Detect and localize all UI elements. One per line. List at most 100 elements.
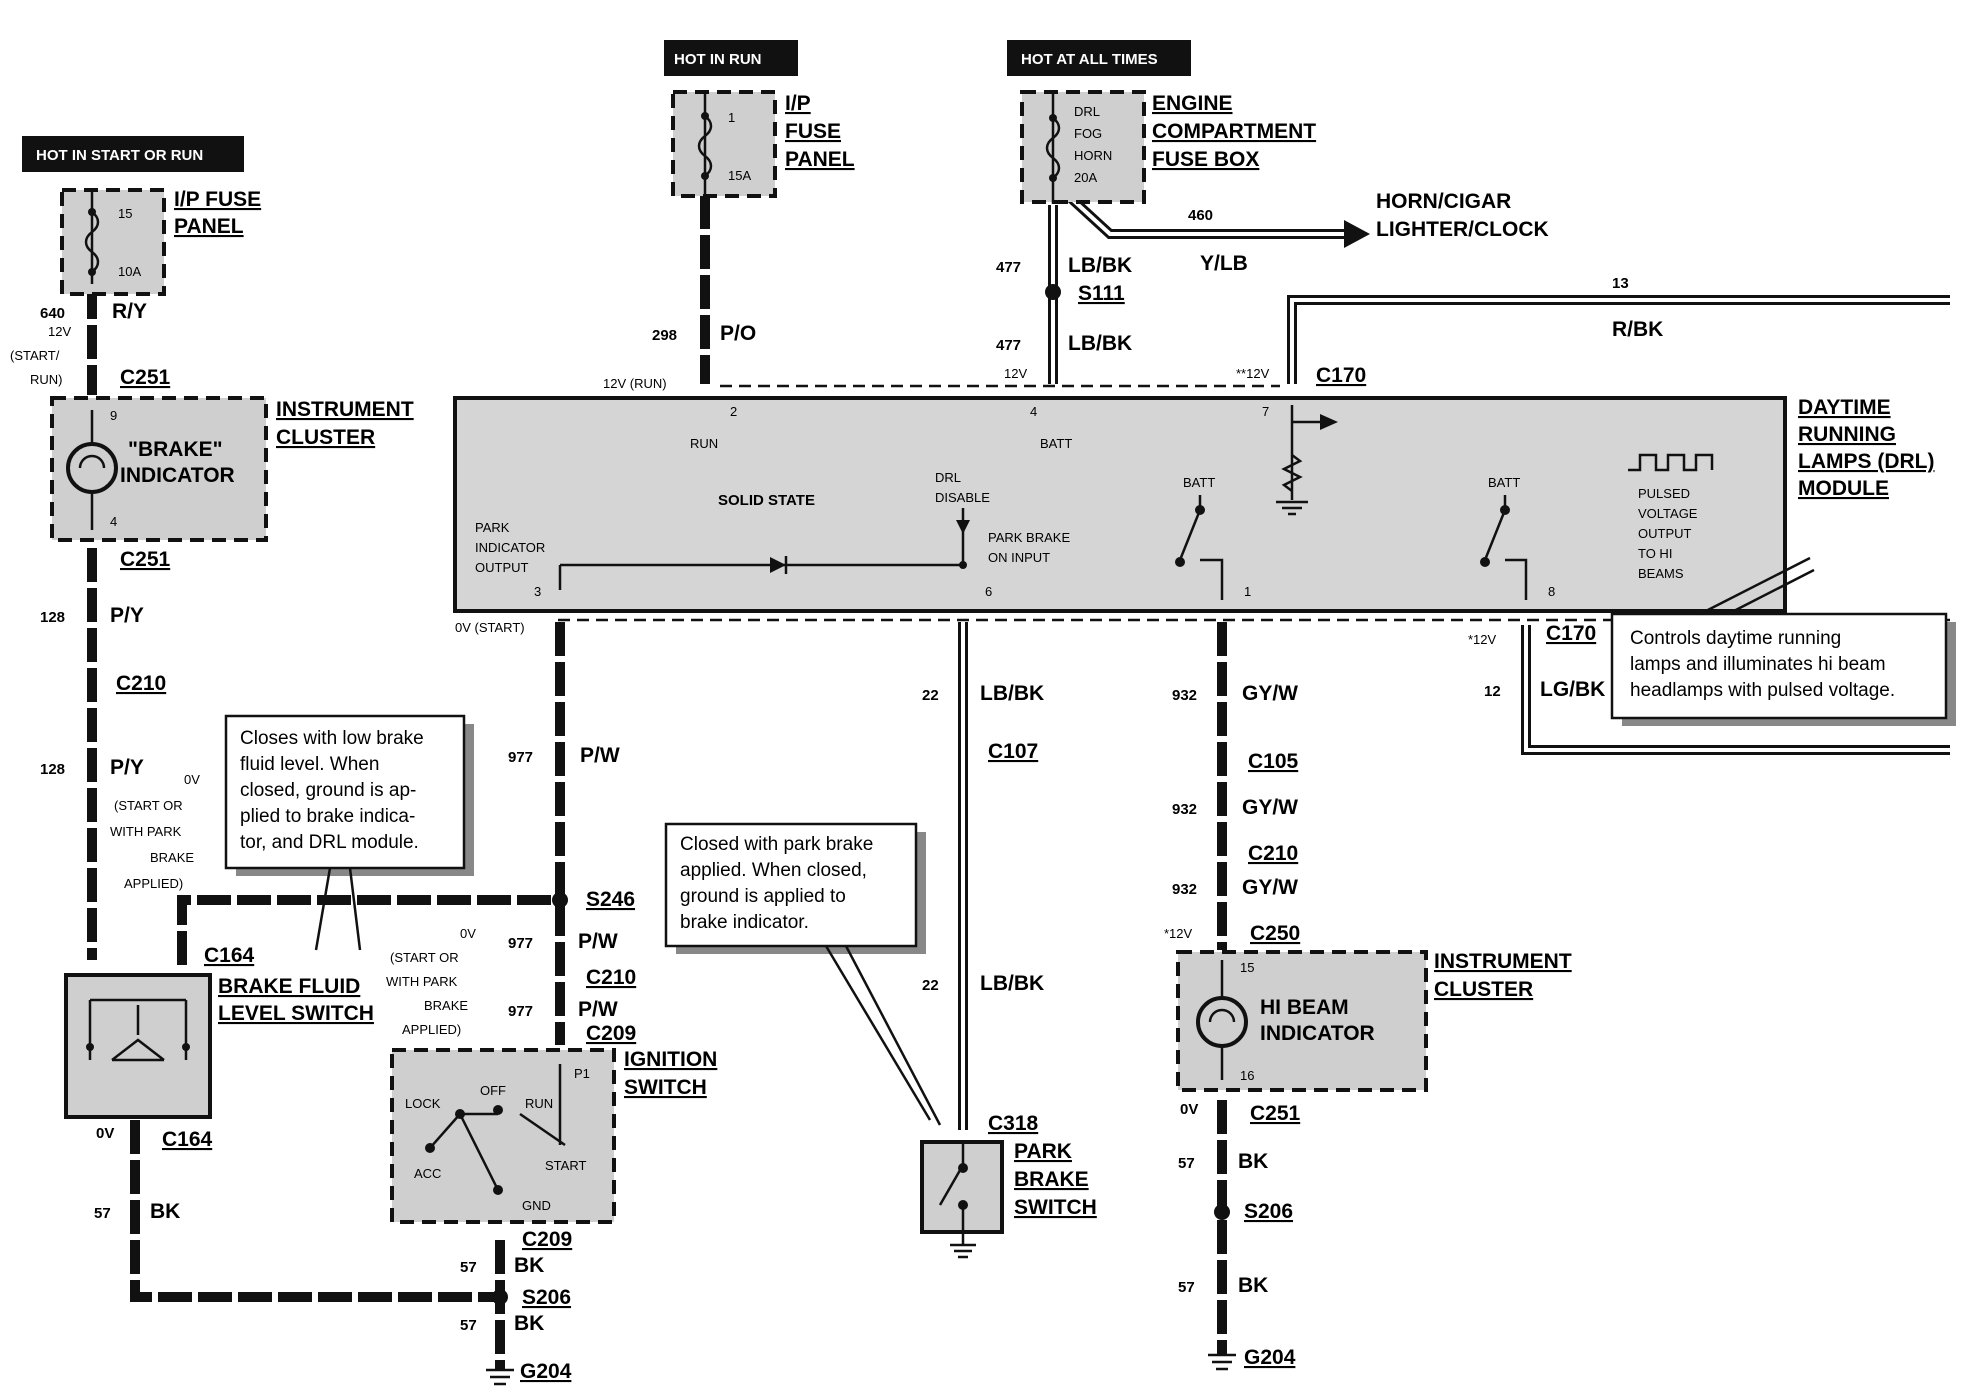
volt-12v-left: 12V [48, 324, 71, 339]
ov-c251-right: 0V [1180, 1101, 1198, 1118]
conn-c107: C107 [988, 740, 1038, 763]
volt-12v-c170b: *12V [1468, 632, 1497, 647]
pulsed3: OUTPUT [1638, 526, 1692, 541]
ip-fuse-panel-mid: 1 15A I/P FUSE PANEL [671, 90, 855, 198]
wire-57-color-b: BK [514, 1254, 544, 1277]
tag-hot-all-times: HOT AT ALL TIMES [1007, 40, 1191, 76]
drl-batt3: BATT [1488, 475, 1520, 490]
ov-note-mid-4: BRAKE [424, 998, 468, 1013]
drl-batt: BATT [1040, 436, 1072, 451]
horn-label1: HORN/CIGAR [1376, 190, 1511, 213]
splice-s206a [492, 1289, 508, 1305]
wire-57-num-b: 57 [460, 1259, 477, 1276]
ov-note-left: 0V (START OR WITH PARK BRAKE APPLIED) [110, 772, 200, 891]
splice-s206-label-a: S206 [522, 1286, 571, 1309]
instrument-cluster-right: 15 16 HI BEAM INDICATOR INSTRUMENT CLUST… [1176, 950, 1572, 1092]
fuse-horn: HORN [1074, 148, 1112, 163]
conn-c209-top: C209 [586, 1022, 636, 1045]
start-run-b: RUN) [30, 372, 63, 387]
drl-disable2: DISABLE [935, 490, 990, 505]
fuse-1: 1 [728, 110, 735, 125]
ov-note-mid-2: (START OR [390, 950, 459, 965]
ign-label2: SWITCH [624, 1076, 707, 1099]
wire-932-num-a: 932 [1172, 687, 1197, 704]
wire-57-color-c: BK [514, 1312, 544, 1335]
wire-477-color-a: LB/BK [1068, 254, 1132, 277]
tag-hot-run: HOT IN RUN [664, 40, 798, 76]
wire-298-num: 298 [652, 327, 677, 344]
tag-hot-start-run: HOT IN START OR RUN [22, 136, 244, 172]
drl-pin7: 7 [1262, 404, 1269, 419]
pulse-icon [1628, 453, 1714, 472]
splice-s206b [1214, 1204, 1230, 1220]
note-brake-fluid-4: plied to brake indica- [240, 806, 415, 827]
wire-640-num: 640 [40, 305, 65, 322]
cluster-left-pin9: 9 [110, 408, 117, 423]
ign-start: START [545, 1158, 586, 1173]
wire-57-num-e: 57 [1178, 1279, 1195, 1296]
drl-label3: LAMPS (DRL) [1798, 450, 1934, 473]
pb-in1: PARK BRAKE [988, 530, 1070, 545]
wire-977-num-b: 977 [508, 935, 533, 952]
note-drl-1: Controls daytime running [1630, 628, 1841, 649]
cluster-left-label2: CLUSTER [276, 426, 375, 449]
wire-477-color-b: LB/BK [1068, 332, 1132, 355]
note-brake-fluid-1: Closes with low brake [240, 728, 424, 749]
cluster-right-label2: CLUSTER [1434, 978, 1533, 1001]
ip-fuse-panel-left: 15 10A I/P FUSE PANEL [60, 188, 261, 296]
ov-brake-fluid: 0V [96, 1125, 114, 1142]
note-drl-3: headlamps with pulsed voltage. [1630, 680, 1895, 701]
wire-932-color-a: GY/W [1242, 682, 1298, 705]
conn-c210-left: C210 [116, 672, 166, 695]
splice-s246-label: S246 [586, 888, 635, 911]
ov-note-mid: 0V (START OR WITH PARK BRAKE APPLIED) [386, 926, 476, 1037]
wire-57-num-c: 57 [460, 1317, 477, 1334]
pb-switch-label3: SWITCH [1014, 1196, 1097, 1219]
splices [486, 284, 1236, 1386]
wire-932-color-c: GY/W [1242, 876, 1298, 899]
note-drl-2: lamps and illuminates hi beam [1630, 654, 1886, 675]
wire-12-num: 12 [1484, 683, 1501, 700]
instrument-cluster-left: 9 4 "BRAKE" INDICATOR INSTRUMENT CLUSTER [50, 396, 414, 542]
tag-hot-run-text: HOT IN RUN [674, 51, 762, 68]
wire-977-color-c: P/W [578, 998, 618, 1021]
drl-label1: DAYTIME [1798, 396, 1891, 419]
wire-57-color-d: BK [1238, 1150, 1268, 1173]
wire-460-color: Y/LB [1200, 252, 1248, 275]
ov-note-left-1: 0V [184, 772, 200, 787]
ground-icon [1276, 500, 1308, 516]
wire-22-num-b: 22 [922, 977, 939, 994]
wire-477-num-b: 477 [996, 337, 1021, 354]
wire-477-num-a: 477 [996, 259, 1021, 276]
fuse-15: 15 [118, 206, 132, 221]
cluster-right-label1: INSTRUMENT [1434, 950, 1572, 973]
splice-s111 [1045, 284, 1061, 300]
cluster-right-pin16: 16 [1240, 1068, 1254, 1083]
ign-acc: ACC [414, 1166, 441, 1181]
drl-pin1: 1 [1244, 584, 1251, 599]
ip-fuse-left-label2: PANEL [174, 215, 244, 238]
wire-22-color-b: LB/BK [980, 972, 1044, 995]
wire-932-num-c: 932 [1172, 881, 1197, 898]
volt-12v-c170: **12V [1236, 366, 1270, 381]
cluster-left-label1: INSTRUMENT [276, 398, 414, 421]
ign-lock: LOCK [405, 1096, 441, 1111]
wire-57-num-d: 57 [1178, 1155, 1195, 1172]
wire-13-color: R/BK [1612, 318, 1663, 341]
wire-57-num-a: 57 [94, 1205, 111, 1222]
wire-57-color-a: BK [150, 1200, 180, 1223]
park-brake-switch: PARK BRAKE SWITCH [920, 1140, 1097, 1259]
drl-pin3: 3 [534, 584, 541, 599]
wire-128-color-b: P/Y [110, 756, 144, 779]
pb-switch-label1: PARK [1014, 1140, 1072, 1163]
wire-932-color-b: GY/W [1242, 796, 1298, 819]
fuse-20a: 20A [1074, 170, 1097, 185]
drl-run: RUN [690, 436, 718, 451]
ov-note-mid-3: WITH PARK [386, 974, 458, 989]
start-run-a: (START/ [10, 348, 60, 363]
ov-note-mid-5: APPLIED) [402, 1022, 461, 1037]
conn-c251-right: C251 [1250, 1102, 1301, 1125]
engine-fuse-label1: ENGINE [1152, 92, 1233, 115]
engine-fuse-label2: COMPARTMENT [1152, 120, 1316, 143]
conn-c209-bottom: C209 [522, 1228, 572, 1251]
